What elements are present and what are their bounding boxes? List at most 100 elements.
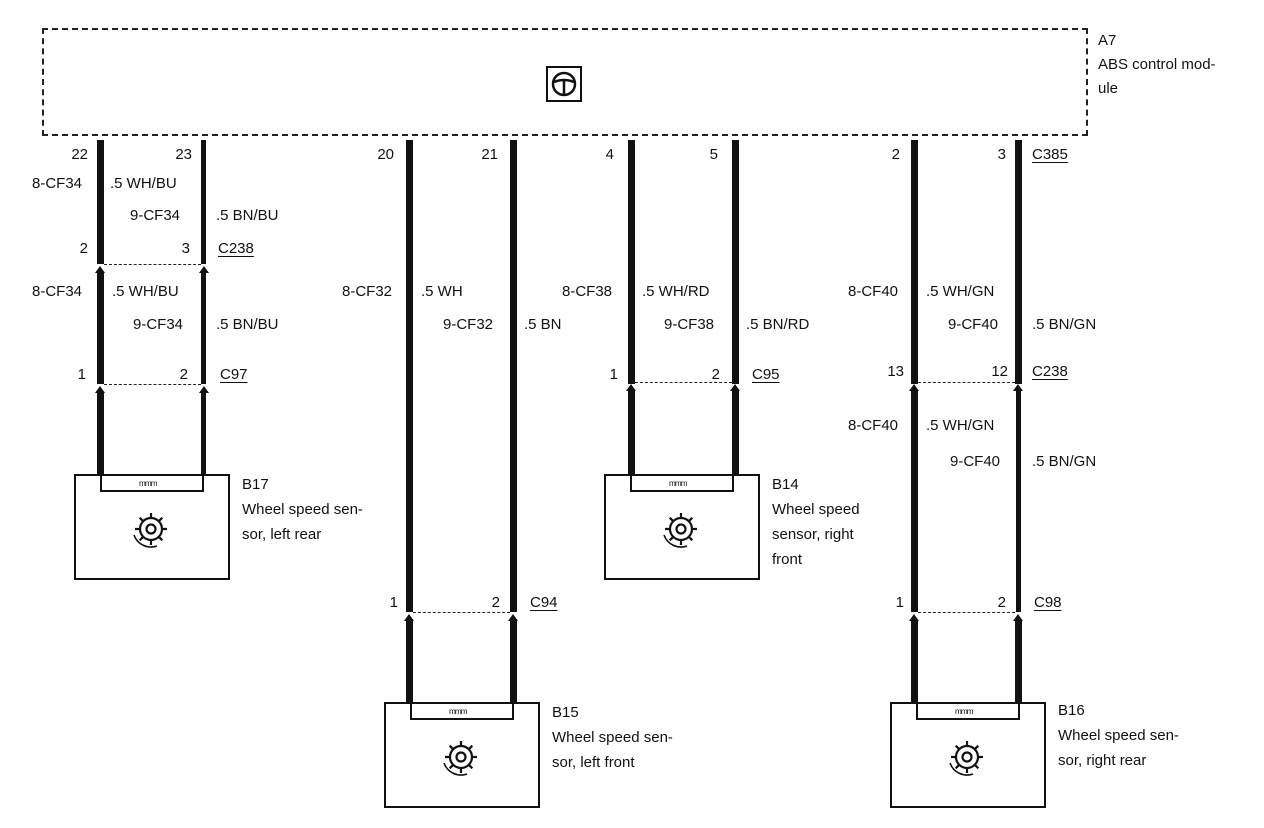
connector-c94-line xyxy=(413,612,510,613)
wire-b15-lead-b xyxy=(510,620,517,704)
sensor-b14-description: B14 Wheel speed sensor, right front xyxy=(772,472,860,572)
abs-control-module-box xyxy=(42,28,1088,136)
wire-circuit-label: 9-CF38 xyxy=(664,316,715,333)
module-pin-22: 22 xyxy=(71,146,88,163)
wire-8-cf40-upper xyxy=(911,140,918,384)
module-pin-4: 4 xyxy=(605,146,614,163)
sensor-name-line: sor, left front xyxy=(552,754,635,771)
sensor-b15-box: ᵐᵐᵐ xyxy=(384,702,540,808)
gear-icon xyxy=(944,734,990,780)
connector-c238-left-line xyxy=(104,264,201,265)
connector-c94: C94 xyxy=(530,594,558,611)
module-pin-23: 23 xyxy=(175,146,192,163)
connector-c97: C97 xyxy=(220,366,248,383)
wire-spec-label: .5 WH xyxy=(421,283,463,300)
connector-arrow xyxy=(199,266,209,273)
wire-spec-label: .5 WH/BU xyxy=(112,283,179,300)
wire-8-cf32 xyxy=(406,140,413,612)
wire-9-cf40-lower xyxy=(1016,390,1021,612)
wire-spec-label: .5 WH/RD xyxy=(642,283,710,300)
module-pin-20: 20 xyxy=(377,146,394,163)
gear-icon xyxy=(128,506,174,552)
module-name-line2: ule xyxy=(1098,80,1119,97)
wire-spec-label: .5 BN xyxy=(524,316,562,333)
module-id: A7 xyxy=(1098,32,1117,49)
wire-circuit-label: 8-CF40 xyxy=(848,417,899,434)
wire-8-cf34-mid xyxy=(97,272,104,384)
sensor-name-line: Wheel speed xyxy=(772,501,860,518)
wire-b17-lead-a xyxy=(97,392,104,476)
wire-circuit-label: 8-CF34 xyxy=(32,283,83,300)
wire-9-cf32 xyxy=(510,140,517,612)
wire-b14-lead-a xyxy=(628,390,635,476)
connector-pin: 1 xyxy=(609,366,618,383)
wire-b15-lead-a xyxy=(406,620,413,704)
sensor-name-line: Wheel speed sen- xyxy=(242,501,363,518)
connector-arrow xyxy=(909,614,919,621)
sensor-b17-box: ᵐᵐᵐ xyxy=(74,474,230,580)
wire-spec-label: .5 WH/BU xyxy=(110,175,177,192)
wire-circuit-label: 9-CF40 xyxy=(950,453,1001,470)
wire-8-cf38 xyxy=(628,140,635,384)
wire-spec-label: .5 BN/BU xyxy=(216,316,279,333)
connector-pin: 2 xyxy=(711,366,720,383)
sensor-id: B14 xyxy=(772,476,799,493)
sensor-name-line: sensor, right xyxy=(772,526,854,543)
sensor-id: B17 xyxy=(242,476,269,493)
sensor-id: B15 xyxy=(552,704,579,721)
connector-arrow xyxy=(1013,614,1023,621)
connector-pin: 1 xyxy=(77,366,86,383)
connector-c98-line xyxy=(918,612,1015,613)
wire-b17-lead-b xyxy=(201,392,206,476)
module-pin-5: 5 xyxy=(709,146,718,163)
connector-pin: 13 xyxy=(887,363,904,380)
wire-circuit-label: 8-CF38 xyxy=(562,283,613,300)
wire-circuit-label: 8-CF40 xyxy=(848,283,899,300)
wire-circuit-label: 8-CF32 xyxy=(342,283,393,300)
connector-pin: 2 xyxy=(997,594,1006,611)
wire-9-cf38 xyxy=(732,140,739,384)
sensor-name-line: Wheel speed sen- xyxy=(1058,727,1179,744)
connector-pin: 12 xyxy=(991,363,1008,380)
sensor-name-line: front xyxy=(772,551,803,568)
connector-pin: 2 xyxy=(79,240,88,257)
sensor-b15-description: B15 Wheel speed sen- sor, left front xyxy=(552,700,673,775)
connector-c238-left: C238 xyxy=(218,240,254,257)
wire-8-cf34-upper xyxy=(97,140,104,264)
module-pin-2: 2 xyxy=(891,146,900,163)
module-name-line1: ABS control mod- xyxy=(1098,56,1216,73)
wire-circuit-label: 9-CF40 xyxy=(948,316,999,333)
sensor-id: B16 xyxy=(1058,702,1085,719)
wire-b16-lead-b xyxy=(1015,620,1022,704)
wire-circuit-label: 9-CF32 xyxy=(443,316,494,333)
sensor-name-line: sor, right rear xyxy=(1058,752,1147,769)
wire-spec-label: .5 BN/BU xyxy=(216,207,279,224)
connector-c95-line xyxy=(635,382,732,383)
connector-c95: C95 xyxy=(752,366,780,383)
gear-icon xyxy=(438,734,484,780)
wire-circuit-label: 9-CF34 xyxy=(133,316,184,333)
wire-spec-label: .5 BN/RD xyxy=(746,316,810,333)
sensor-name-line: Wheel speed sen- xyxy=(552,729,673,746)
wire-9-cf34-upper xyxy=(201,140,206,264)
connector-pin: 1 xyxy=(895,594,904,611)
wire-9-cf40-upper xyxy=(1015,140,1022,384)
gear-icon xyxy=(658,506,704,552)
wire-spec-label: .5 WH/GN xyxy=(926,283,995,300)
connector-pin: 3 xyxy=(181,240,190,257)
wire-spec-label: .5 BN/GN xyxy=(1032,453,1097,470)
connector-arrow xyxy=(95,266,105,273)
wire-circuit-label: 8-CF34 xyxy=(32,175,83,192)
sensor-name-line: sor, left rear xyxy=(242,526,322,543)
wire-b16-lead-a xyxy=(911,620,918,704)
connector-c97-line xyxy=(104,384,201,385)
connector-c385: C385 xyxy=(1032,146,1068,163)
connector-arrow xyxy=(1013,384,1023,391)
connector-arrow xyxy=(404,614,414,621)
connector-arrow xyxy=(508,614,518,621)
sensor-b16-description: B16 Wheel speed sen- sor, right rear xyxy=(1058,698,1179,773)
connector-arrow xyxy=(730,384,740,391)
steering-wheel-icon xyxy=(546,66,582,102)
connector-pin: 2 xyxy=(491,594,500,611)
